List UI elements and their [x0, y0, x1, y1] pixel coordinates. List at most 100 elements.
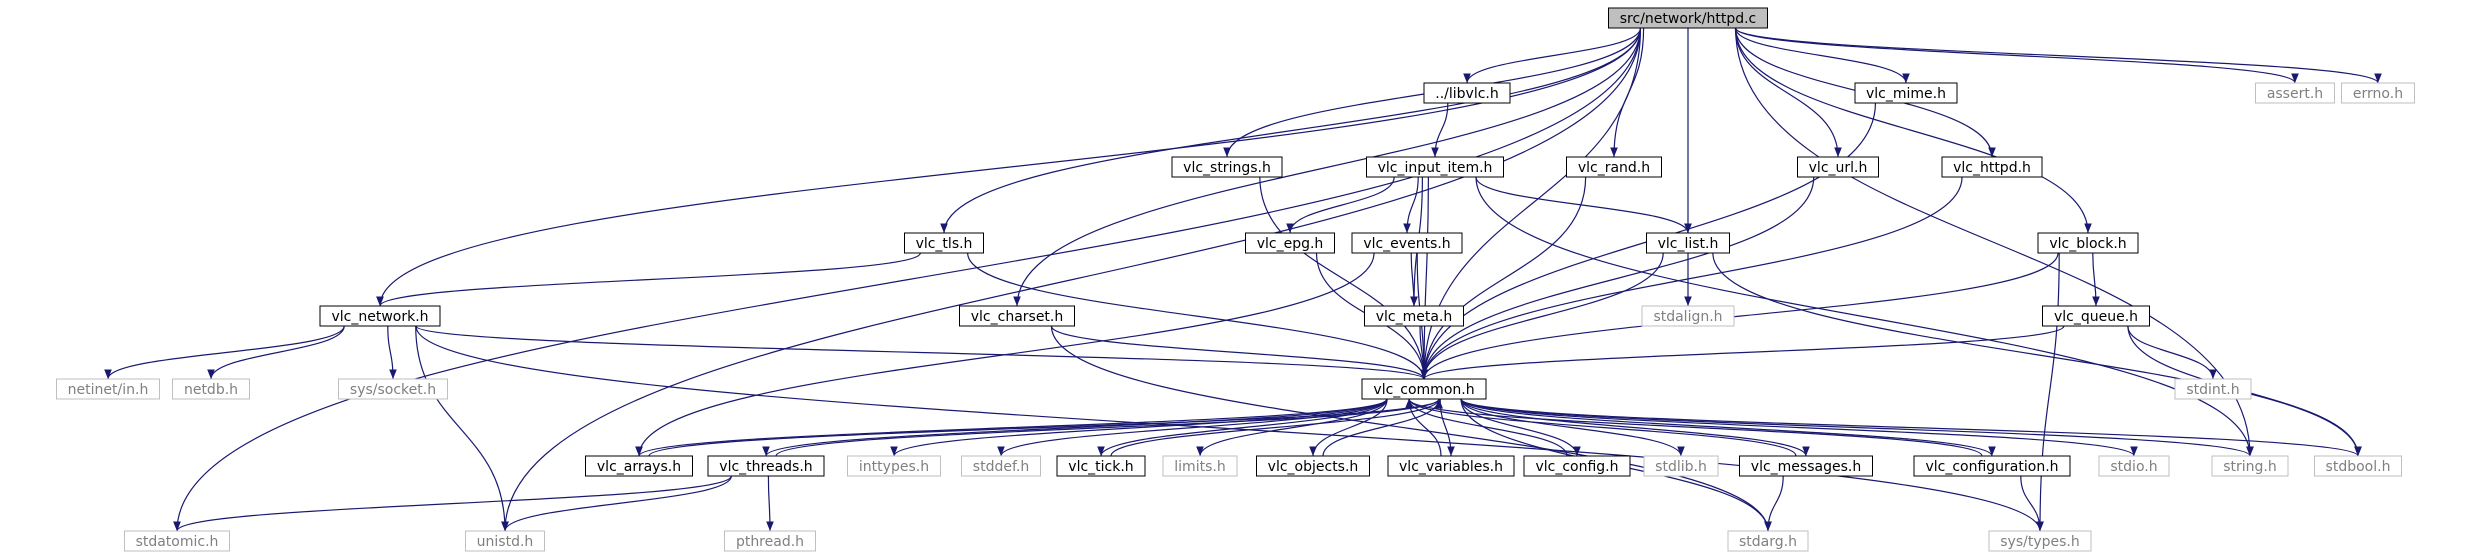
node-box	[585, 455, 693, 477]
node-box	[1641, 305, 1735, 327]
edge-vlc-common-h-to-vlc-tick-h	[1097, 398, 1388, 457]
edge-vlc-common-h-to-vlc-messages-h	[1460, 398, 1810, 457]
node-label: limits.h	[1174, 459, 1225, 475]
node-label: errno.h	[2353, 86, 2403, 102]
edge-vlc-queue-h-to-vlc-common-h	[1420, 325, 2065, 380]
edge-vlc-threads-h-to-vlc-common-h	[775, 398, 1443, 457]
node-box	[1643, 455, 1719, 477]
edge-vlc-charset-h-to-vlc-common-h	[1050, 325, 1428, 380]
edge-httpd-c-to-vlc-mime-h	[1734, 27, 1910, 84]
edge-vlc-common-h-to-vlc-config-h	[1460, 398, 1581, 457]
edge-vlc-configuration-h-to-sys-types-h	[2020, 475, 2044, 532]
edge-vlc-input-item-h-to-vlc-common-h	[1420, 176, 1429, 380]
node-label: vlc_network.h	[331, 309, 428, 325]
node-vlc-input-item-h[interactable]: vlc_input_item.h	[1366, 156, 1504, 178]
node-vlc-charset-h[interactable]: vlc_charset.h	[959, 305, 1075, 327]
node-unistd-h: unistd.h	[465, 530, 545, 552]
node-vlc-threads-h[interactable]: vlc_threads.h	[707, 455, 825, 477]
node-label: vlc_messages.h	[1751, 459, 1861, 475]
edge-httpd-c-to-string-h	[1735, 27, 2254, 457]
node-box	[1523, 455, 1631, 477]
node-label: vlc_tick.h	[1068, 459, 1133, 475]
edge-httpd-c-to-vlc-network-h	[376, 27, 1641, 307]
node-vlc-network-h[interactable]: vlc_network.h	[319, 305, 441, 327]
node-box	[124, 530, 230, 552]
edge-vlc-network-h-to-vlc-common-h	[415, 325, 1428, 380]
node-box	[1913, 455, 2071, 477]
node-vlc-queue-h[interactable]: vlc_queue.h	[2042, 305, 2150, 327]
edge-vlc-common-h-to-limits-h	[1196, 398, 1388, 457]
node-vlc-httpd-h[interactable]: vlc_httpd.h	[1941, 156, 2043, 178]
node-box	[1364, 305, 1464, 327]
node-box	[465, 530, 545, 552]
node-vlc-messages-h[interactable]: vlc_messages.h	[1739, 455, 1873, 477]
edge-vlc-input-item-h-to-vlc-epg-h	[1286, 176, 1395, 234]
node-errno-h: errno.h	[2341, 82, 2415, 104]
edge-vlc-network-h-to-netinet-in-h	[104, 325, 345, 380]
node-label: sys/socket.h	[350, 382, 436, 398]
node-label: stdint.h	[2186, 382, 2239, 398]
edge-vlc-common-h-to-stdbool-h	[1460, 398, 2362, 457]
node-vlc-meta-h[interactable]: vlc_meta.h	[1364, 305, 1464, 327]
edge-vlc-common-h-to-stddef-h	[997, 398, 1388, 457]
node-box	[959, 305, 1075, 327]
node-box	[1646, 232, 1730, 254]
node-vlc-variables-h[interactable]: vlc_variables.h	[1387, 455, 1515, 477]
node-box	[319, 305, 441, 327]
edge-vlc-network-h-to-sys-socket-h	[387, 325, 397, 380]
node-stddef-h: stddef.h	[961, 455, 1041, 477]
node-vlc-tick-h[interactable]: vlc_tick.h	[1056, 455, 1146, 477]
node-vlc-common-h[interactable]: vlc_common.h	[1361, 378, 1487, 400]
node-label: stdlib.h	[1655, 459, 1707, 475]
node-libvlc-h[interactable]: ../libvlc.h	[1423, 82, 1511, 104]
edge-vlc-common-h-to-vlc-arrays-h	[635, 398, 1388, 457]
node-box	[904, 232, 984, 254]
edge-httpd-c-to-vlc-tls-h	[940, 27, 1641, 234]
node-assert-h: assert.h	[2255, 82, 2335, 104]
node-label: vlc_strings.h	[1183, 160, 1271, 176]
node-sys-socket-h: sys/socket.h	[338, 378, 448, 400]
node-vlc-arrays-h[interactable]: vlc_arrays.h	[585, 455, 693, 477]
edge-libvlc-h-to-vlc-input-item-h	[1431, 102, 1449, 158]
edge-vlc-input-item-h-to-vlc-list-h	[1475, 176, 1692, 234]
node-label: vlc_url.h	[1809, 160, 1868, 176]
edge-vlc-input-item-h-to-vlc-events-h	[1403, 176, 1419, 234]
edge-vlc-tls-h-to-vlc-network-h	[376, 252, 921, 307]
node-vlc-url-h[interactable]: vlc_url.h	[1797, 156, 1879, 178]
node-box	[1797, 156, 1879, 178]
node-vlc-mime-h[interactable]: vlc_mime.h	[1854, 82, 1958, 104]
edge-httpd-c-to-libvlc-h	[1463, 27, 1642, 84]
edge-vlc-config-h-to-vlc-common-h	[1405, 398, 1568, 457]
node-box	[1056, 455, 1146, 477]
node-box	[1941, 156, 2043, 178]
edge-vlc-messages-h-to-stdarg-h	[1764, 475, 1784, 532]
edge-httpd-c-to-errno-h	[1735, 27, 2382, 84]
node-box	[1245, 232, 1335, 254]
node-vlc-config-h[interactable]: vlc_config.h	[1523, 455, 1631, 477]
node-box	[338, 378, 448, 400]
node-httpd-c[interactable]: src/network/httpd.c	[1608, 7, 1768, 29]
node-label: vlc_events.h	[1363, 236, 1450, 252]
edge-vlc-list-h-to-vlc-common-h	[1420, 252, 1664, 380]
node-label: vlc_charset.h	[971, 309, 1064, 325]
node-box	[961, 455, 1041, 477]
node-vlc-epg-h[interactable]: vlc_epg.h	[1245, 232, 1335, 254]
edge-vlc-tls-h-to-vlc-common-h	[967, 252, 1428, 380]
node-vlc-strings-h[interactable]: vlc_strings.h	[1171, 156, 1283, 178]
node-vlc-tls-h[interactable]: vlc_tls.h	[904, 232, 984, 254]
node-vlc-objects-h[interactable]: vlc_objects.h	[1256, 455, 1370, 477]
node-label: vlc_objects.h	[1268, 459, 1359, 475]
node-box	[1566, 156, 1662, 178]
node-limits-h: limits.h	[1162, 455, 1238, 477]
node-stdatomic-h: stdatomic.h	[124, 530, 230, 552]
edge-vlc-messages-h-to-vlc-common-h	[1405, 398, 1797, 457]
node-box	[2211, 455, 2289, 477]
node-stdbool-h: stdbool.h	[2314, 455, 2402, 477]
node-vlc-configuration-h[interactable]: vlc_configuration.h	[1913, 455, 2071, 477]
node-vlc-events-h[interactable]: vlc_events.h	[1351, 232, 1463, 254]
edge-vlc-httpd-h-to-vlc-common-h	[1420, 176, 1963, 380]
edge-vlc-block-h-to-vlc-common-h	[1420, 252, 2059, 380]
node-vlc-block-h[interactable]: vlc_block.h	[2037, 232, 2139, 254]
node-vlc-rand-h[interactable]: vlc_rand.h	[1566, 156, 1662, 178]
node-vlc-list-h[interactable]: vlc_list.h	[1646, 232, 1730, 254]
